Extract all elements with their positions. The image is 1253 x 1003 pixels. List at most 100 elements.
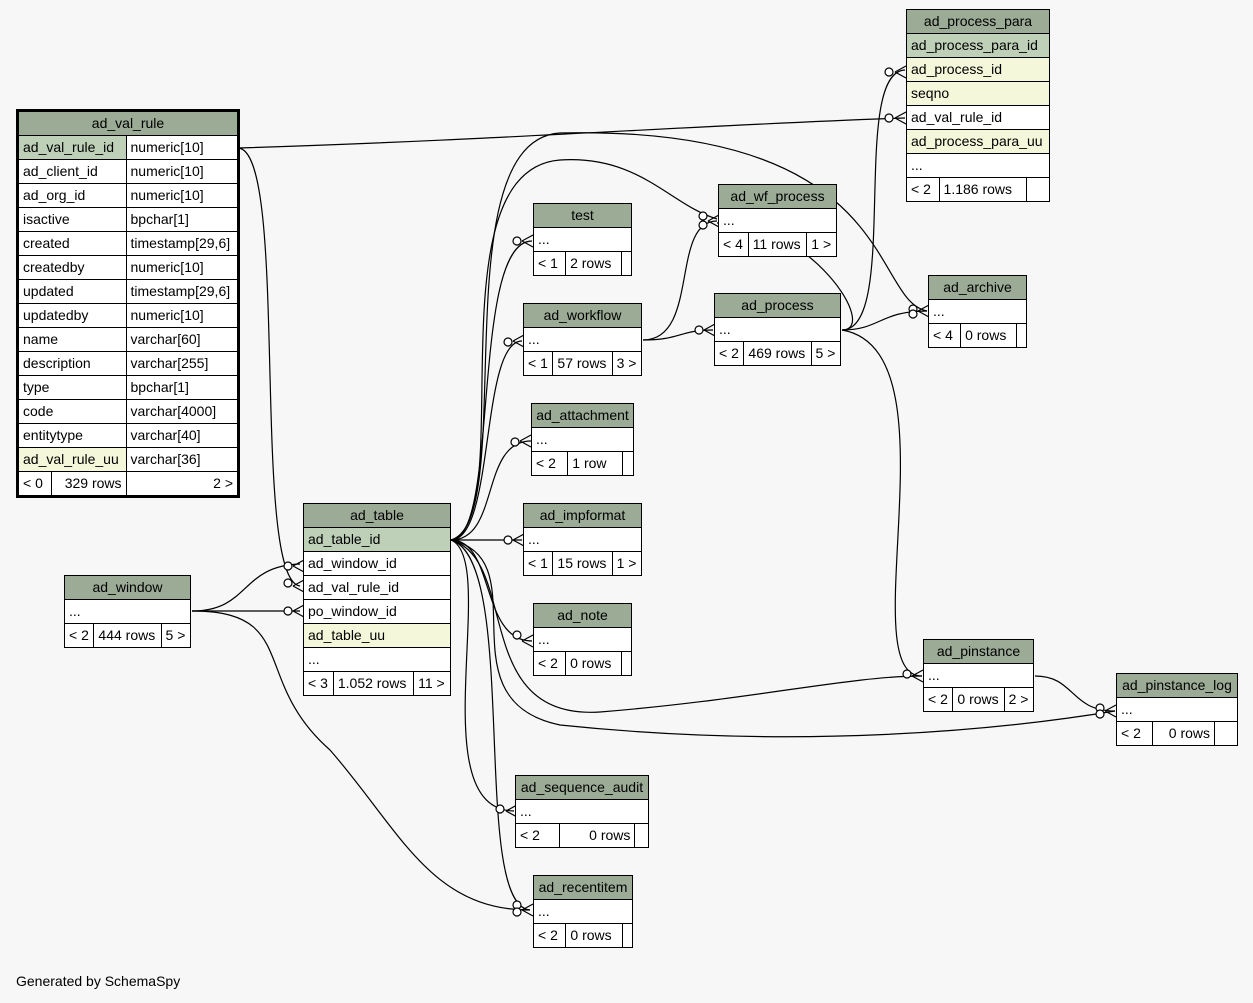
row-count: 0 rows <box>558 823 636 848</box>
column-type: bpchar[1] <box>125 375 239 400</box>
table-title[interactable]: ad_val_rule <box>18 111 238 136</box>
table-title[interactable]: ad_process <box>714 293 841 318</box>
column-type: numeric[10] <box>125 159 239 184</box>
edge-val-rule-table <box>237 147 301 587</box>
column-name: entitytype <box>18 423 127 448</box>
column-ellipsis: ... <box>515 799 649 824</box>
column-type: varchar[40] <box>125 423 239 448</box>
column-ellipsis: ... <box>64 599 191 624</box>
parents-count: < 4 <box>927 323 962 348</box>
children-count <box>621 451 635 476</box>
edge-window-recentitem <box>191 610 531 911</box>
row-count: 1.186 rows <box>938 177 1028 202</box>
column-ellipsis: ... <box>906 153 1050 178</box>
row-count: 0 rows <box>565 923 623 948</box>
column-ellipsis: ... <box>1116 697 1238 722</box>
table-title[interactable]: ad_impformat <box>523 503 642 528</box>
edge-end-optional-marker <box>503 535 513 545</box>
row-count: 1 row <box>567 451 623 476</box>
edge-end-optional-marker <box>283 578 293 588</box>
edge-end-optional-marker <box>495 804 505 814</box>
edge-table-recentitem <box>450 539 531 911</box>
edge-end-optional-marker <box>694 325 704 335</box>
table-title[interactable]: ad_note <box>533 603 632 628</box>
column-name: name <box>18 327 127 352</box>
column-ellipsis: ... <box>523 527 642 552</box>
column-name: ad_process_para_uu <box>906 129 1050 154</box>
children-count <box>1026 177 1050 202</box>
column-name: updatedby <box>18 303 127 328</box>
parents-count: < 2 <box>713 341 745 366</box>
table-title[interactable]: ad_recentitem <box>533 875 633 900</box>
table-title[interactable]: ad_workflow <box>523 303 642 328</box>
row-count: 2 rows <box>565 251 622 276</box>
table-title[interactable]: test <box>533 203 632 228</box>
edge-window-table-window <box>191 563 301 612</box>
children-count: 2 > <box>125 471 239 496</box>
parents-count: < 2 <box>63 623 95 648</box>
column-ellipsis: ... <box>303 647 451 672</box>
column-type: numeric[10] <box>125 183 239 208</box>
parents-count: < 1 <box>522 551 554 576</box>
row-count: 469 rows <box>743 341 812 366</box>
table-title[interactable]: ad_wf_process <box>718 184 837 209</box>
table-ad-table[interactable]: ad_table ad_table_id ad_window_id ad_val… <box>303 503 451 696</box>
column-name: code <box>18 399 127 424</box>
edge-end-optional-marker <box>283 561 293 571</box>
column-ellipsis: ... <box>533 227 632 252</box>
column-name: ad_val_rule_uu <box>18 447 127 472</box>
column-type: numeric[10] <box>125 255 239 280</box>
table-title[interactable]: ad_table <box>303 503 451 528</box>
column-name: ad_process_para_id <box>906 33 1050 58</box>
children-count <box>1214 721 1238 746</box>
table-title[interactable]: ad_pinstance <box>923 639 1034 664</box>
column-name: ad_table_id <box>303 527 451 552</box>
parents-count: < 3 <box>303 671 334 696</box>
crowfoot-marker <box>1104 704 1117 718</box>
edge-table-test <box>450 240 533 541</box>
column-name: ad_table_uu <box>303 623 451 648</box>
table-title[interactable]: ad_window <box>64 575 191 600</box>
table-title[interactable]: ad_attachment <box>531 403 634 428</box>
column-ellipsis: ... <box>928 299 1027 324</box>
table-title[interactable]: ad_process_para <box>906 9 1050 34</box>
children-count <box>621 923 634 948</box>
column-type: numeric[10] <box>125 303 239 328</box>
table-title[interactable]: ad_pinstance_log <box>1116 673 1238 698</box>
row-count: 57 rows <box>552 351 613 376</box>
edge-end-optional-marker <box>512 907 522 917</box>
column-ellipsis: ... <box>533 899 633 924</box>
column-ellipsis: ... <box>923 663 1034 688</box>
column-name: seqno <box>906 81 1050 106</box>
edge-table-workflow <box>450 340 523 541</box>
column-name: po_window_id <box>303 599 451 624</box>
crowfoot-marker <box>512 334 525 348</box>
crowfoot-marker <box>521 634 534 648</box>
column-name: createdby <box>18 255 127 280</box>
children-count: 1 > <box>806 232 837 257</box>
column-name: updated <box>18 279 127 304</box>
column-ellipsis: ... <box>718 208 837 233</box>
parents-count: < 1 <box>532 251 567 276</box>
parents-count: < 4 <box>718 232 749 257</box>
column-ellipsis: ... <box>531 427 634 452</box>
row-count: 1.052 rows <box>332 671 415 696</box>
children-count: 5 > <box>160 623 192 648</box>
table-ad-process-para[interactable]: ad_process_para ad_process_para_id ad_pr… <box>906 9 1050 202</box>
table-title[interactable]: ad_sequence_audit <box>515 775 649 800</box>
table-title[interactable]: ad_archive <box>928 275 1027 300</box>
